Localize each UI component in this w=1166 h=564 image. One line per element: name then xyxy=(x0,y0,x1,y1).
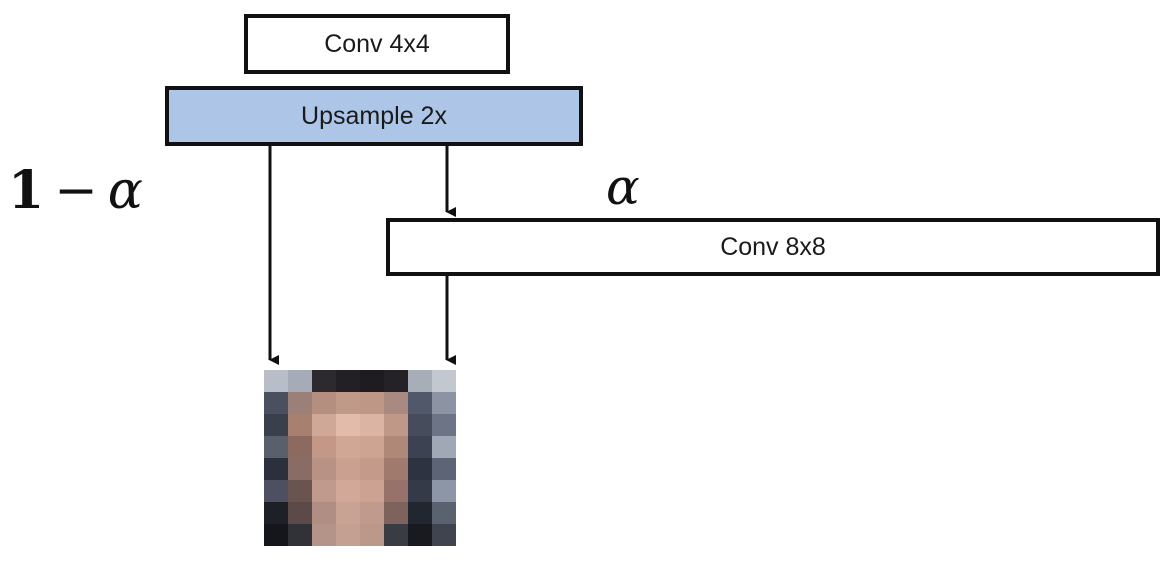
face-pixel xyxy=(312,392,337,415)
face-pixel xyxy=(360,370,385,393)
face-pixel xyxy=(312,502,337,525)
face-pixel xyxy=(432,524,456,546)
weight-alpha-left: α xyxy=(107,161,143,221)
face-pixel xyxy=(408,502,433,525)
face-pixel xyxy=(288,458,313,481)
face-pixel xyxy=(384,436,409,459)
face-pixel xyxy=(432,502,456,525)
conv-8x8-block: Conv 8x8 xyxy=(386,218,1160,276)
weight-minus: − xyxy=(54,161,98,221)
face-pixel xyxy=(360,436,385,459)
alpha-weight: α xyxy=(606,158,640,216)
face-pixel xyxy=(432,414,456,437)
face-pixel xyxy=(336,392,361,415)
face-pixel xyxy=(288,370,313,393)
face-pixel xyxy=(312,370,337,393)
face-pixel xyxy=(360,392,385,415)
face-pixel xyxy=(384,524,409,546)
upsample-2x-label: Upsample 2x xyxy=(301,101,447,130)
face-pixel xyxy=(360,502,385,525)
face-pixel xyxy=(408,458,433,481)
conv-4x4-block: Conv 4x4 xyxy=(244,14,510,74)
face-pixel xyxy=(312,480,337,503)
face-pixel xyxy=(264,524,289,546)
face-pixel xyxy=(384,502,409,525)
face-pixel xyxy=(360,458,385,481)
face-pixel xyxy=(432,370,456,393)
face-pixel xyxy=(384,480,409,503)
one-minus-alpha-weight: 1−α xyxy=(8,160,143,221)
face-pixel xyxy=(288,392,313,415)
face-pixel xyxy=(336,480,361,503)
upsample-2x-block: Upsample 2x xyxy=(165,86,583,146)
face-pixel xyxy=(336,524,361,546)
face-pixel xyxy=(288,524,313,546)
weight-one: 1 xyxy=(8,160,45,221)
face-pixel xyxy=(384,414,409,437)
face-pixel xyxy=(336,502,361,525)
face-pixel xyxy=(360,414,385,437)
face-pixel xyxy=(384,370,409,393)
face-pixel xyxy=(312,436,337,459)
face-pixel xyxy=(408,392,433,415)
face-pixel xyxy=(264,370,289,393)
face-pixel xyxy=(336,414,361,437)
face-pixel xyxy=(408,370,433,393)
face-pixel xyxy=(312,414,337,437)
face-pixel xyxy=(408,414,433,437)
face-pixel xyxy=(288,502,313,525)
conv-8x8-label: Conv 8x8 xyxy=(720,232,826,261)
pixelated-face-image xyxy=(264,370,456,546)
face-pixel xyxy=(312,458,337,481)
face-pixel xyxy=(432,480,456,503)
face-pixel xyxy=(432,392,456,415)
face-pixel xyxy=(288,480,313,503)
face-pixel xyxy=(336,370,361,393)
face-pixel xyxy=(408,436,433,459)
face-pixel xyxy=(408,524,433,546)
face-pixel xyxy=(288,436,313,459)
face-pixel xyxy=(360,480,385,503)
face-pixel xyxy=(384,392,409,415)
face-pixel xyxy=(264,480,289,503)
face-pixel xyxy=(360,524,385,546)
face-pixel xyxy=(264,436,289,459)
face-pixel xyxy=(408,480,433,503)
face-pixel xyxy=(336,436,361,459)
face-pixel xyxy=(312,524,337,546)
face-pixel xyxy=(264,392,289,415)
face-pixel xyxy=(288,414,313,437)
face-pixel xyxy=(264,502,289,525)
face-pixel xyxy=(432,458,456,481)
conv-4x4-label: Conv 4x4 xyxy=(324,29,430,58)
face-pixel xyxy=(432,436,456,459)
face-pixel xyxy=(264,414,289,437)
face-pixel xyxy=(384,458,409,481)
face-pixel xyxy=(264,458,289,481)
face-pixel xyxy=(336,458,361,481)
